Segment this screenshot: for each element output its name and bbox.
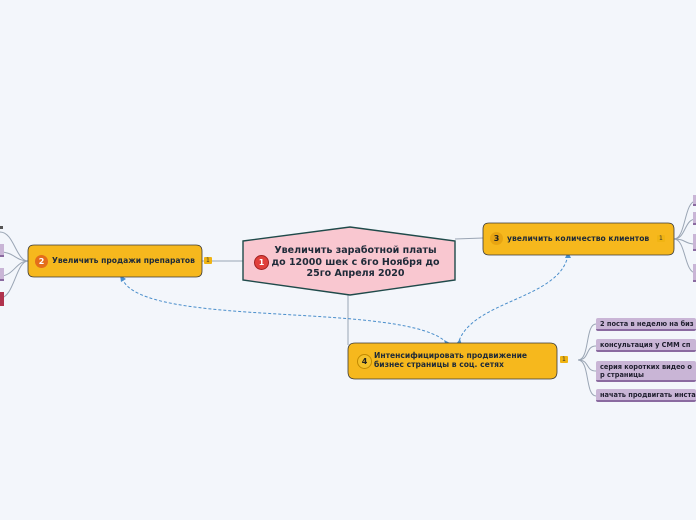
offscreen-subtopic-right-4[interactable] [693, 264, 696, 282]
relationship-branch3-branch4 [457, 254, 569, 345]
connector-central-branch3 [454, 237, 484, 240]
connector-branch2-sub1 [0, 231, 29, 262]
subtopic-instagram-promotion[interactable]: начать продвигать инста [596, 389, 696, 402]
branch3-number-badge: 3 [490, 232, 503, 245]
central-number-badge: 1 [254, 255, 269, 270]
subtopic-smm-consultation[interactable]: консультация у СММ сп [596, 339, 696, 352]
branch3-shape[interactable] [482, 222, 675, 256]
branch4-number-badge: 4 [357, 354, 372, 369]
branch2-collapse-toggle[interactable]: 1 [204, 257, 212, 264]
subtopic-posts-per-week[interactable]: 2 поста в неделю на биз [596, 318, 696, 331]
connector-branch4-sub2 [577, 345, 597, 361]
branch4-collapse-toggle[interactable]: 1 [560, 356, 568, 363]
connector-branch4-sub1 [577, 323, 597, 361]
offscreen-subtopic-left-2[interactable] [0, 244, 4, 257]
relationship-branch2-branch4 [121, 277, 449, 345]
offscreen-subtopic-left-3[interactable] [0, 268, 4, 281]
branch2-label: Увеличить продажи препаратов [52, 256, 195, 265]
subtopic-short-videos[interactable]: серия коротких видео о р страницы [596, 361, 696, 382]
offscreen-subtopic-left-1 [0, 226, 3, 229]
central-topic-shape[interactable] [242, 226, 456, 296]
offscreen-subtopic-right-2[interactable] [693, 212, 696, 225]
branch4-label: Интенсифицировать продвижение бизнес стр… [374, 351, 528, 370]
branch4-shape[interactable] [347, 342, 558, 380]
connector-branch2-sub4 [0, 260, 29, 299]
branch3-label: увеличить количество клиентов [507, 234, 650, 243]
offscreen-subtopic-right-1[interactable] [693, 195, 696, 206]
central-topic-label: Увеличить заработной платы до 12000 шек … [271, 245, 440, 280]
branch2-shape[interactable] [27, 244, 203, 278]
offscreen-subtopic-left-4[interactable] [0, 292, 4, 306]
offscreen-subtopic-right-3[interactable] [693, 234, 696, 251]
branch3-collapse-toggle[interactable]: 1 [657, 235, 665, 242]
connector-branch4-sub3 [577, 359, 597, 372]
branch2-number-badge: 2 [35, 255, 48, 268]
connector-branch4-sub4 [577, 359, 597, 397]
